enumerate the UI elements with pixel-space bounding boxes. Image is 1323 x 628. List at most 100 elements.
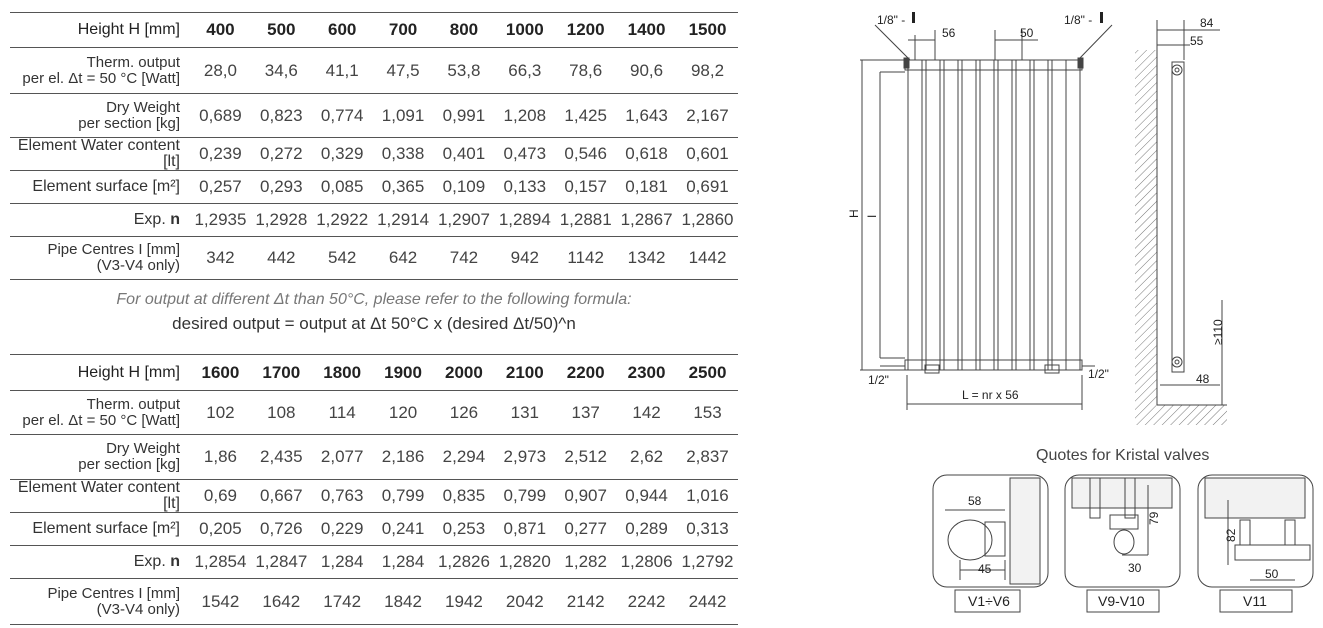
value-cell: 2,077	[311, 434, 373, 480]
value-cell: 2,837	[677, 434, 738, 480]
value-cell: 2,512	[555, 434, 617, 480]
height-cell: 1600	[190, 354, 251, 391]
value-cell: 1,2860	[677, 203, 738, 237]
value-cell: 2,62	[616, 434, 677, 480]
value-cell: 1942	[433, 578, 495, 625]
value-cell: 66,3	[494, 47, 556, 94]
value-cell: 1742	[311, 578, 373, 625]
value-cell: 0,689	[190, 93, 251, 138]
height-cell: 2000	[433, 354, 495, 391]
spec-table-1: Height H [mm] 400 500 600 700 800 1000 1…	[10, 12, 738, 280]
value-cell: 120	[372, 390, 434, 435]
value-cell: 142	[616, 390, 677, 435]
value-cell: 1442	[677, 236, 738, 280]
height-cell: 800	[433, 12, 495, 48]
height-cell: 1400	[616, 12, 677, 48]
height-cell: 1900	[372, 354, 434, 391]
value-cell: 28,0	[190, 47, 251, 94]
valve-v11-label-box	[1219, 589, 1293, 613]
height-cell: 1200	[555, 12, 617, 48]
table-row: Element surface [m²] 0,205 0,726 0,229 0…	[10, 512, 738, 546]
thread-right-mark	[1100, 12, 1103, 23]
value-cell: 1842	[372, 578, 434, 625]
height-cell: 1800	[311, 354, 373, 391]
value-cell: 1,2935	[190, 203, 251, 237]
value-cell: 1,2922	[311, 203, 373, 237]
row-label-line2: (V3-V4 only)	[96, 257, 180, 274]
value-cell: 47,5	[372, 47, 434, 94]
value-cell: 0,293	[250, 170, 312, 204]
value-cell: 1,208	[494, 93, 556, 138]
value-cell: 1642	[250, 578, 312, 625]
value-cell: 1,2907	[433, 203, 495, 237]
valve-v9-label-box	[1086, 589, 1160, 613]
valve-v1-label-box	[954, 589, 1021, 613]
valve-v1-label: V1÷V6	[968, 593, 1010, 609]
row-label-line2: per section [kg]	[78, 114, 180, 132]
row-label: Element Water content [lt]	[10, 479, 190, 513]
dim-56-label: 56	[942, 26, 956, 40]
table-row: Element Water content [lt] 0,239 0,272 0…	[10, 137, 738, 171]
height-cell: 600	[311, 12, 373, 48]
value-cell: 1,2854	[190, 545, 251, 579]
value-cell: 1,2847	[250, 545, 312, 579]
dim-82-label: 82	[1224, 528, 1238, 542]
row-label: Pipe Centres I [mm](V3-V4 only)	[10, 578, 190, 625]
thread-right-label: 1/8" -	[1064, 13, 1092, 27]
spec-table-2: Height H [mm] 1600 1700 1800 1900 2000 2…	[10, 354, 738, 625]
dim-50-valve-label: 50	[1265, 567, 1279, 581]
height-cell: 1000	[494, 12, 556, 48]
value-cell: 342	[190, 236, 251, 280]
value-cell: 0,085	[311, 170, 373, 204]
valves-caption: Quotes for Kristal valves	[1036, 447, 1210, 464]
value-cell: 153	[677, 390, 738, 435]
table-row: Pipe Centres I [mm](V3-V4 only) 1542 164…	[10, 578, 738, 625]
valve-v1-drawing	[932, 474, 1049, 588]
row-label: Element Water content [lt]	[10, 137, 190, 171]
value-cell: 1,2867	[616, 203, 677, 237]
dim-45-label: 45	[978, 562, 992, 576]
value-cell: 0,667	[250, 479, 312, 513]
dim-30-label: 30	[1128, 561, 1142, 575]
value-cell: 0,835	[433, 479, 495, 513]
value-cell: 1342	[616, 236, 677, 280]
value-cell: 78,6	[555, 47, 617, 94]
value-cell: 0,823	[250, 93, 312, 138]
value-cell: 442	[250, 236, 312, 280]
formula: desired output = output at Δt 50°C x (de…	[172, 314, 576, 333]
value-cell: 2042	[494, 578, 556, 625]
table-row: Element Water content [lt] 0,69 0,667 0,…	[10, 479, 738, 513]
value-cell: 2242	[616, 578, 677, 625]
value-cell: 1,643	[616, 93, 677, 138]
value-cell: 0,401	[433, 137, 495, 171]
valve-v9-label: V9-V10	[1098, 593, 1145, 609]
value-cell: 1,2792	[677, 545, 738, 579]
row-label-text: Exp.	[133, 553, 166, 570]
dim-55-label: 55	[1190, 34, 1204, 48]
value-cell: 1,284	[372, 545, 434, 579]
value-cell: 0,871	[494, 512, 556, 546]
height-cell: 2100	[494, 354, 556, 391]
row-label-line1: Pipe Centres I [mm]	[47, 241, 180, 258]
conn-right-label: 1/2"	[1088, 367, 1109, 381]
header-label: Height H [mm]	[10, 354, 190, 391]
row-label-bold: n	[170, 211, 180, 228]
height-cell: 2300	[616, 354, 677, 391]
value-cell: 1,425	[555, 93, 617, 138]
value-cell: 0,774	[311, 93, 373, 138]
value-cell: 102	[190, 390, 251, 435]
height-cell: 1500	[677, 12, 738, 48]
dim-50-label: 50	[1020, 26, 1034, 40]
value-cell: 131	[494, 390, 556, 435]
value-cell: 0,253	[433, 512, 495, 546]
dim-84-label: 84	[1200, 16, 1214, 30]
value-cell: 53,8	[433, 47, 495, 94]
value-cell: 1,86	[190, 434, 251, 480]
valve-v9-drawing	[1064, 474, 1181, 588]
value-cell: 2442	[677, 578, 738, 625]
dim-110-label: ≥110	[1211, 319, 1225, 345]
